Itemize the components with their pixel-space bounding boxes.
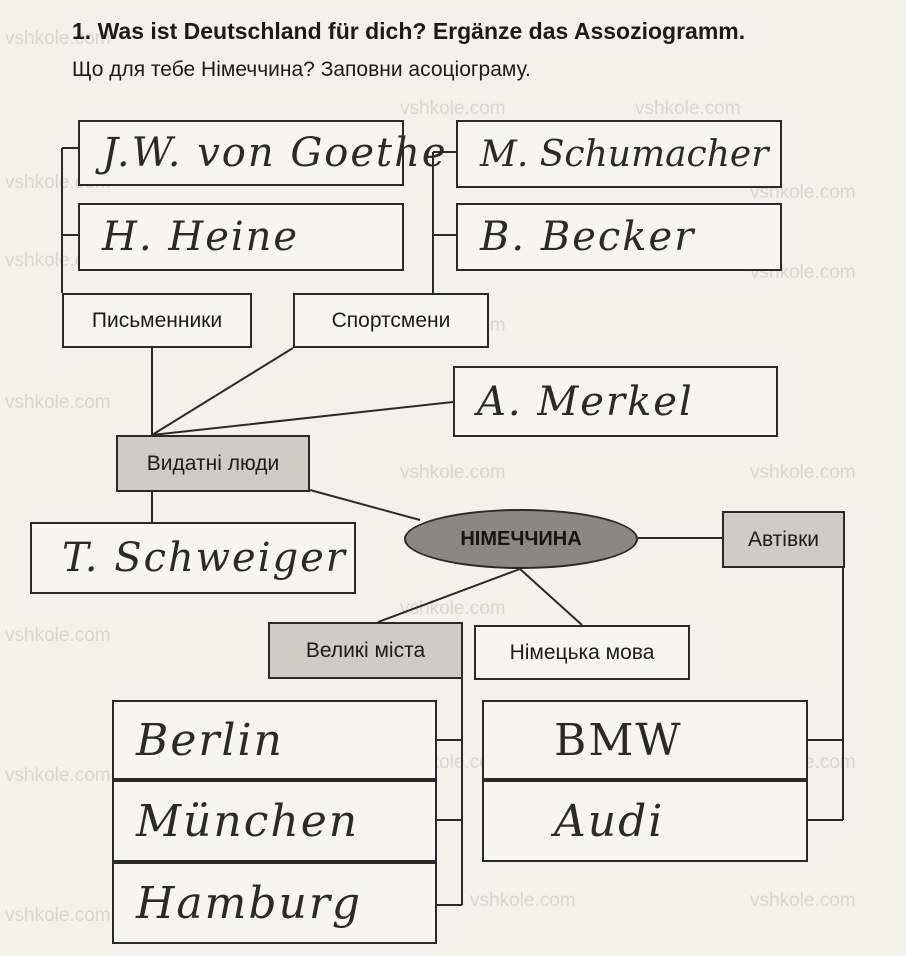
category-famous-people-label: Видатні люди: [146, 451, 280, 475]
answer-bmw: BMW: [554, 714, 683, 766]
answer-box-heine[interactable]: H. Heine: [78, 203, 404, 271]
answer-audi: Audi: [554, 795, 665, 847]
category-athletes-label: Спортсмени: [331, 308, 451, 332]
answer-schumacher: M. Schumacher: [480, 133, 769, 175]
answer-box-goethe[interactable]: J.W. von Goethe: [78, 120, 446, 186]
category-famous-people: Видатні люди: [116, 435, 310, 492]
answer-merkel: A. Merkel: [477, 378, 694, 425]
category-big-cities-label: Великі міста: [305, 638, 426, 662]
category-writers-label: Письменники: [91, 308, 223, 332]
category-german-language: Німецька мова: [474, 625, 690, 680]
category-writers: Письменники: [62, 293, 252, 348]
answer-berlin: Berlin: [136, 714, 284, 766]
answer-box-hamburg[interactable]: Hamburg: [112, 862, 437, 944]
answer-goethe: J.W. von Goethe: [102, 130, 448, 176]
exercise-title: 1. Was ist Deutschland für dich? Ergänze…: [72, 18, 746, 44]
answer-schweiger: T. Schweiger: [62, 535, 347, 581]
answer-box-muenchen[interactable]: München: [112, 780, 437, 862]
answer-box-audi[interactable]: Audi: [482, 780, 808, 862]
answer-muenchen: München: [136, 795, 360, 847]
answer-becker: B. Becker: [480, 214, 696, 260]
answer-box-schweiger[interactable]: T. Schweiger: [30, 522, 356, 594]
category-cars: Автівки: [722, 511, 845, 568]
answer-hamburg: Hamburg: [136, 877, 363, 929]
category-german-language-label: Німецька мова: [509, 640, 655, 664]
answer-box-berlin[interactable]: Berlin: [112, 700, 437, 780]
center-node-label: НІМЕЧЧИНА: [460, 527, 582, 550]
answer-box-becker[interactable]: B. Becker: [456, 203, 782, 271]
answer-box-schumacher[interactable]: M. Schumacher: [456, 120, 782, 188]
center-node-germany: НІМЕЧЧИНА: [404, 509, 638, 569]
category-big-cities: Великі міста: [268, 622, 463, 679]
category-cars-label: Автівки: [747, 527, 820, 551]
answer-box-merkel[interactable]: A. Merkel: [453, 366, 778, 437]
answer-heine: H. Heine: [102, 214, 300, 260]
category-athletes: Спортсмени: [293, 293, 489, 348]
exercise-subtitle: Що для тебе Німеччина? Заповни асоціогра…: [72, 58, 531, 81]
answer-box-bmw[interactable]: BMW: [482, 700, 808, 780]
